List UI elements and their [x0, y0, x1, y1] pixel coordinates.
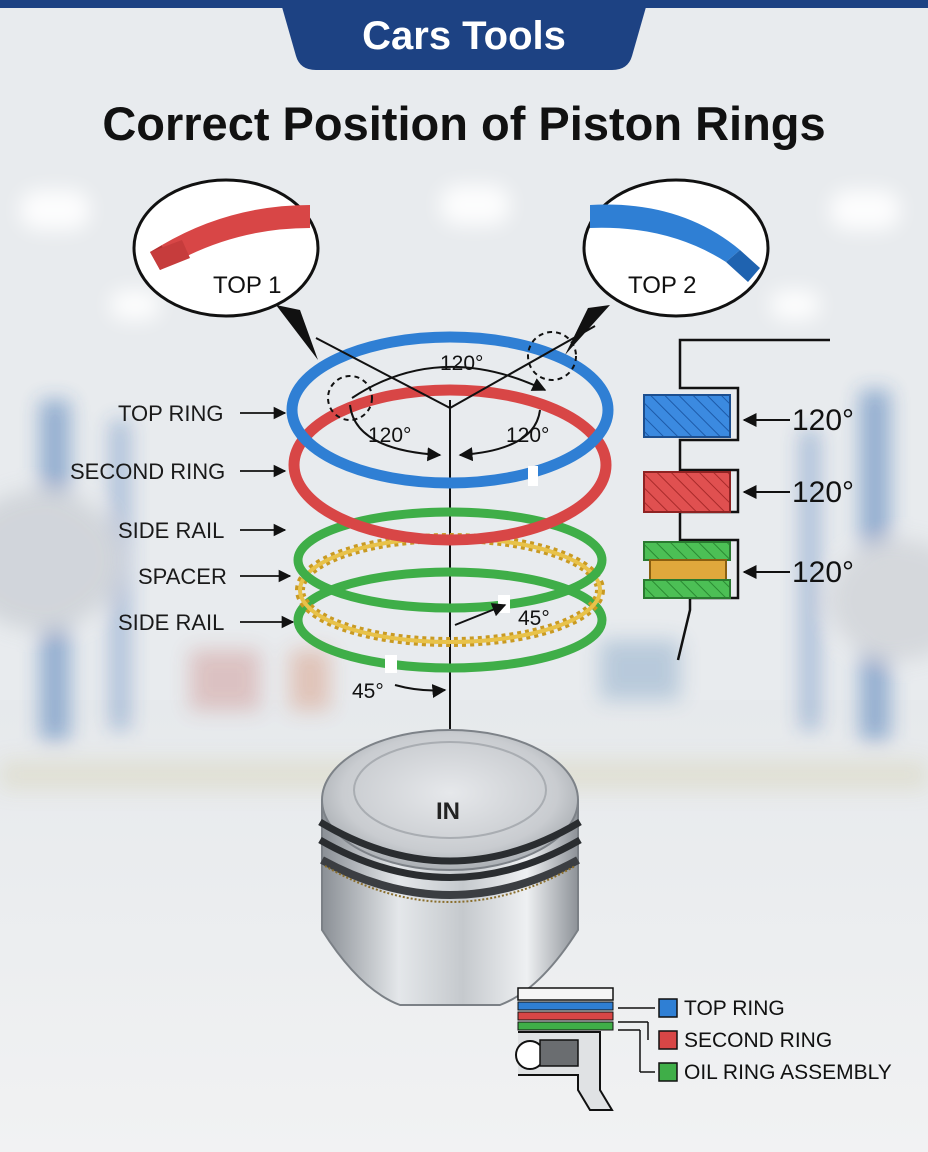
angle-rail-upper: 45° — [518, 607, 550, 630]
legend-label-top-ring: TOP RING — [684, 997, 785, 1020]
legend-label-second-ring: SECOND RING — [684, 1029, 833, 1052]
angle-right: 120° — [506, 424, 550, 447]
label-spacer: SPACER — [138, 564, 227, 589]
piston-in-mark: IN — [436, 798, 460, 825]
section-angle-oil: 120° — [792, 556, 855, 589]
legend-label-oil-ring: OIL RING ASSEMBLY — [684, 1061, 892, 1084]
label-side-rail-lower: SIDE RAIL — [118, 610, 225, 635]
top2-label: TOP 2 — [628, 272, 697, 299]
legend-swatch-top-ring — [658, 998, 678, 1018]
angle-top-center: 120° — [440, 352, 484, 375]
top2-callout — [565, 178, 770, 355]
label-side-rail-upper: SIDE RAIL — [118, 518, 225, 543]
legend-swatch-oil-ring — [658, 1062, 678, 1082]
ring-label-arrows — [240, 406, 295, 629]
label-top-ring: TOP RING — [118, 401, 224, 426]
top1-label: TOP 1 — [213, 272, 282, 299]
legend-swatch-second-ring — [658, 1030, 678, 1050]
top-accent-bar — [0, 0, 928, 8]
page-title: Correct Position of Piston Rings — [102, 97, 826, 150]
piston — [318, 729, 582, 1006]
gap-angle-lines — [315, 325, 596, 698]
cross-section-diagram — [643, 338, 830, 661]
top-ring — [286, 331, 614, 489]
lower-side-rail — [293, 567, 607, 673]
legend-swatches — [658, 998, 678, 1082]
brand-tab-shape — [280, 0, 648, 70]
label-second-ring: SECOND RING — [70, 459, 226, 484]
legend-mini-section — [515, 987, 655, 1111]
section-angle-top: 120° — [792, 404, 855, 437]
angle-rail-lower: 45° — [352, 680, 384, 703]
second-ring — [288, 384, 612, 546]
brand-name: Cars Tools — [362, 14, 566, 58]
angle-left: 120° — [368, 424, 412, 447]
top1-callout — [132, 178, 320, 360]
section-angle-second: 120° — [792, 476, 855, 509]
